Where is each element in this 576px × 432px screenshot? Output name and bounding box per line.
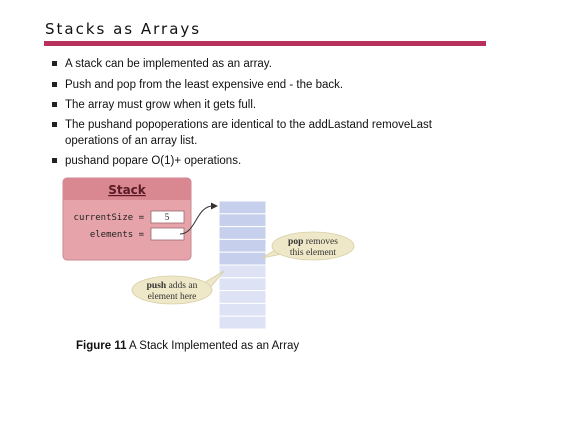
array-cell: [218, 213, 267, 228]
stack-box-title: Stack: [108, 183, 147, 197]
bullet-list: A stack can be implemented as an array. …: [52, 56, 482, 173]
bullet-square-icon: [52, 102, 57, 107]
bullet-text: A stack can be implemented as an array.: [65, 58, 272, 70]
bullet-square-icon: [52, 82, 57, 87]
array-cell: [218, 226, 267, 240]
bullet-square-icon: [52, 158, 57, 163]
pop-callout-text-line2: this element: [290, 248, 337, 258]
bullet-text: pushand popare O(1)+ operations.: [65, 155, 242, 167]
pop-keyword: pop: [288, 237, 303, 247]
bullet-text: The pushand popoperations are identical …: [65, 119, 432, 147]
figure-caption-text: A Stack Implemented as an Array: [126, 340, 300, 352]
bullet-item: The pushand popoperations are identical …: [52, 117, 485, 149]
bullet-text: The array must grow when it gets full.: [65, 99, 257, 111]
current-size-value: 5: [165, 212, 170, 222]
reference-arrow: [179, 205, 214, 235]
array-cell: [218, 238, 267, 253]
bullet-square-icon: [52, 61, 57, 66]
current-size-label: currentSize =: [74, 213, 145, 223]
figure-caption: Figure 11 A Stack Implemented as an Arra…: [76, 340, 299, 352]
pop-callout-text-line1: pop removes: [288, 237, 338, 247]
push-keyword: push: [147, 281, 167, 291]
array-cell: [218, 251, 267, 266]
push-text: adds an: [166, 281, 197, 291]
push-callout-text-line1: push adds an: [147, 281, 198, 291]
elements-field: [150, 227, 185, 241]
elements-label: elements =: [90, 230, 145, 240]
bullet-item: A stack can be implemented as an array.: [52, 56, 482, 72]
pop-text: removes: [303, 237, 338, 247]
array-cell: [218, 315, 267, 330]
stack-box-header-fill: [63, 192, 191, 200]
bullet-item: The array must grow when it gets full.: [52, 97, 482, 113]
bullet-square-icon: [52, 122, 57, 127]
array-cell: [218, 290, 267, 304]
array-cell: [218, 277, 267, 292]
arrow-head-icon: [211, 202, 218, 210]
pop-callout: [271, 231, 355, 261]
push-callout-text-line2: element here: [148, 292, 197, 302]
array-cells: [218, 200, 267, 330]
array-cell: [218, 264, 267, 279]
push-callout: [131, 275, 213, 305]
title-underline: [44, 41, 486, 46]
array-cell: [218, 302, 267, 317]
bullet-text: Push and pop from the least expensive en…: [65, 79, 344, 91]
bullet-item: pushand popare O(1)+ operations.: [52, 153, 482, 169]
slide-title: Stacks as Arrays: [45, 20, 202, 38]
bullet-item: Push and pop from the least expensive en…: [52, 77, 482, 93]
current-size-field: [150, 210, 185, 224]
array-cell: [218, 200, 267, 215]
figure-caption-label: Figure 11: [76, 340, 127, 352]
